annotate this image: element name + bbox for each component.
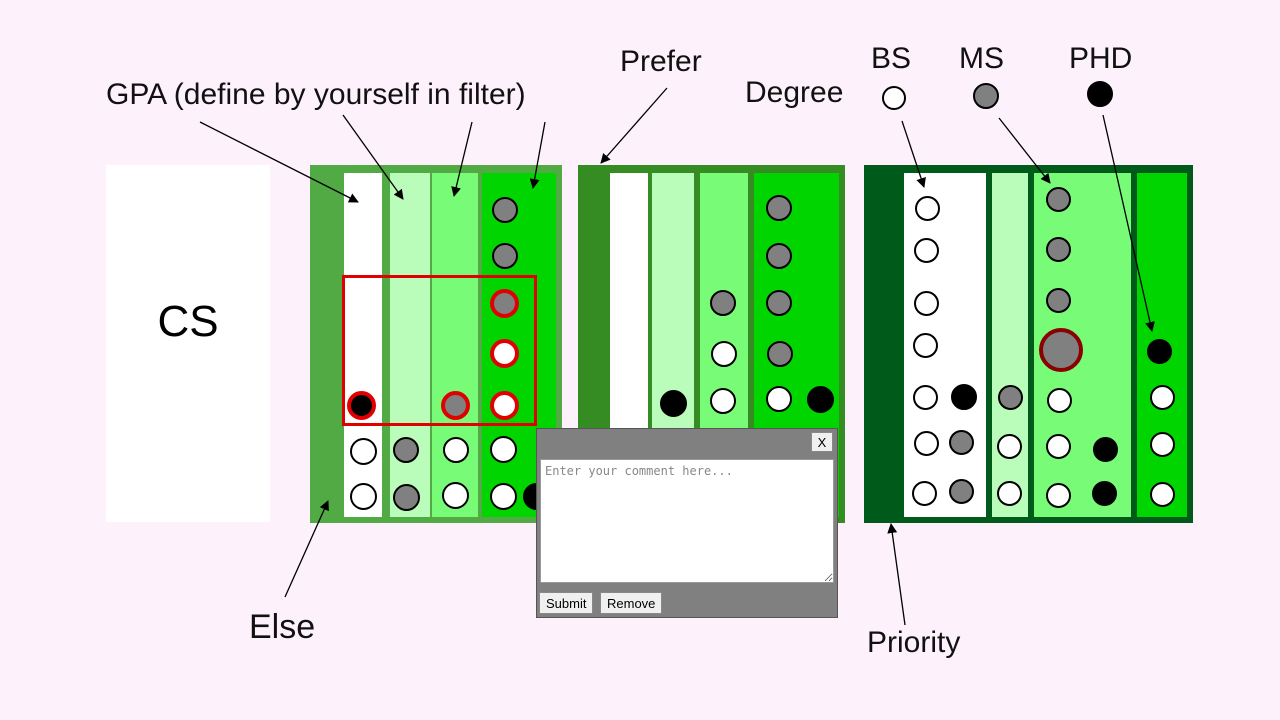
arrow-ms bbox=[998, 117, 1051, 184]
applicant-dot[interactable] bbox=[710, 388, 736, 414]
gpa-column-2 bbox=[992, 173, 1028, 517]
applicant-dot[interactable] bbox=[997, 434, 1022, 459]
applicant-dot[interactable] bbox=[767, 341, 793, 367]
applicant-dot[interactable] bbox=[710, 290, 736, 316]
applicant-dot[interactable] bbox=[492, 243, 518, 269]
applicant-dot[interactable] bbox=[1046, 483, 1071, 508]
applicant-dot-selected[interactable] bbox=[490, 289, 519, 318]
legend-ms-dot bbox=[973, 83, 999, 109]
applicant-dot[interactable] bbox=[766, 290, 792, 316]
cs-box: CS bbox=[106, 165, 270, 522]
applicant-dot[interactable] bbox=[1046, 434, 1071, 459]
applicant-dot-selected[interactable] bbox=[490, 339, 519, 368]
applicant-dot[interactable] bbox=[914, 238, 939, 263]
applicant-dot[interactable] bbox=[1046, 288, 1071, 313]
arrow-phd bbox=[1102, 114, 1155, 332]
arrow-priority bbox=[887, 523, 906, 626]
applicant-dot[interactable] bbox=[997, 481, 1022, 506]
applicant-dot-selected[interactable] bbox=[347, 391, 376, 420]
applicant-dot[interactable] bbox=[1150, 482, 1175, 507]
applicant-dot[interactable] bbox=[766, 195, 792, 221]
applicant-dot-selected[interactable] bbox=[490, 391, 519, 420]
prefer-label: Prefer bbox=[620, 45, 702, 78]
phd-label: PHD bbox=[1069, 42, 1133, 75]
applicant-dot[interactable] bbox=[951, 384, 977, 410]
applicant-dot[interactable] bbox=[913, 333, 938, 358]
close-button[interactable]: X bbox=[811, 432, 833, 452]
applicant-dot[interactable] bbox=[490, 483, 517, 510]
comment-input[interactable] bbox=[540, 459, 834, 583]
applicant-dot[interactable] bbox=[998, 385, 1023, 410]
selection-highlight-box bbox=[342, 275, 537, 426]
ms-label: MS bbox=[959, 42, 1004, 75]
applicant-dot[interactable] bbox=[807, 386, 834, 413]
arrow-else bbox=[284, 500, 329, 598]
applicant-dot[interactable] bbox=[490, 436, 517, 463]
gpa-label: GPA (define by yourself in filter) bbox=[106, 78, 526, 111]
else-panel[interactable] bbox=[310, 165, 562, 523]
legend-bs-dot bbox=[882, 86, 906, 110]
applicant-dot[interactable] bbox=[949, 430, 974, 455]
remove-button[interactable]: Remove bbox=[600, 592, 663, 614]
applicant-dot[interactable] bbox=[914, 431, 939, 456]
applicant-dot[interactable] bbox=[443, 437, 469, 463]
applicant-dot[interactable] bbox=[1150, 432, 1175, 457]
applicant-dot-large[interactable] bbox=[1039, 328, 1083, 372]
applicant-dot[interactable] bbox=[711, 341, 737, 367]
arrow-prefer bbox=[600, 87, 668, 164]
applicant-dot-selected[interactable] bbox=[441, 391, 470, 420]
arrow-gpa-col1 bbox=[199, 121, 359, 203]
applicant-dot[interactable] bbox=[766, 243, 792, 269]
applicant-dot[interactable] bbox=[1046, 237, 1071, 262]
cs-label: CS bbox=[157, 297, 219, 346]
submit-button[interactable]: Submit bbox=[539, 592, 594, 614]
applicant-dot[interactable] bbox=[492, 197, 518, 223]
applicant-dot[interactable] bbox=[1147, 339, 1172, 364]
applicant-dot[interactable] bbox=[350, 438, 377, 465]
applicant-dot[interactable] bbox=[1046, 187, 1071, 212]
applicant-dot[interactable] bbox=[1047, 388, 1072, 413]
arrow-gpa-col4 bbox=[529, 121, 546, 189]
applicant-dot[interactable] bbox=[912, 481, 937, 506]
applicant-dot[interactable] bbox=[442, 482, 469, 509]
applicant-dot[interactable] bbox=[914, 291, 939, 316]
applicant-dot[interactable] bbox=[949, 479, 974, 504]
priority-label: Priority bbox=[867, 626, 961, 659]
applicant-dot[interactable] bbox=[393, 437, 419, 463]
applicant-dot[interactable] bbox=[913, 385, 938, 410]
arrow-gpa-col3 bbox=[451, 121, 473, 197]
applicant-dot[interactable] bbox=[766, 386, 792, 412]
comment-popup: X Submit Remove bbox=[536, 428, 838, 618]
bs-label: BS bbox=[871, 42, 912, 75]
else-label: Else bbox=[249, 608, 316, 646]
applicant-dot[interactable] bbox=[393, 484, 420, 511]
arrow-gpa-col2 bbox=[342, 114, 404, 200]
legend-phd-dot bbox=[1087, 81, 1113, 107]
arrow-bs bbox=[901, 120, 926, 188]
applicant-dot[interactable] bbox=[660, 390, 687, 417]
applicant-dot[interactable] bbox=[350, 483, 377, 510]
applicant-dot[interactable] bbox=[1093, 437, 1118, 462]
applicant-dot[interactable] bbox=[915, 196, 940, 221]
applicant-dot[interactable] bbox=[1092, 481, 1117, 506]
degree-label: Degree bbox=[745, 76, 844, 109]
applicant-dot[interactable] bbox=[1150, 385, 1175, 410]
